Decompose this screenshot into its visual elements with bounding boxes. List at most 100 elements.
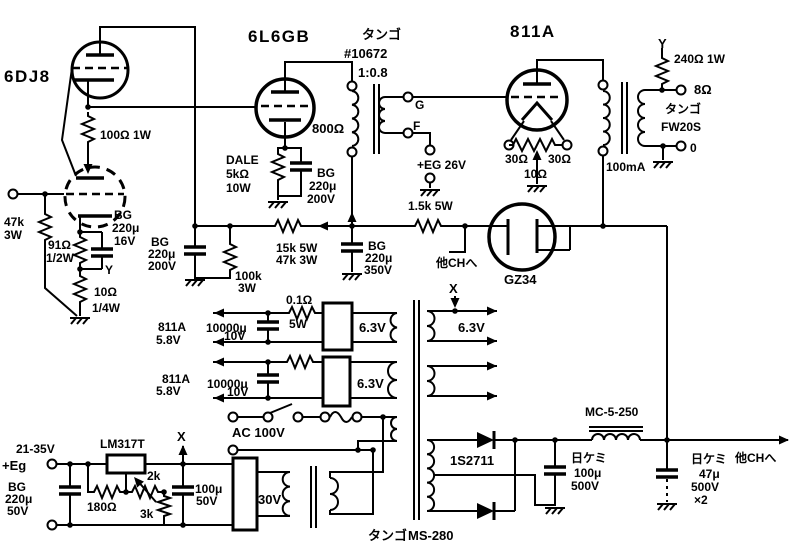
- label-6.3v-2: 6.3V: [357, 376, 384, 391]
- bridge-rectifier-1: [321, 301, 354, 352]
- label-0p1ohm-w: 5W: [289, 317, 308, 331]
- label-2k: 2k: [147, 469, 161, 483]
- label-3k: 3k: [140, 507, 154, 521]
- label-180ohm: 180Ω: [87, 500, 117, 514]
- choke-core: [589, 426, 643, 432]
- speaker-0-terminal: [675, 140, 687, 152]
- output-transformer-fw20s: [597, 48, 687, 226]
- label-6.3v-3: 6.3V: [458, 320, 485, 335]
- label-10ohm-w: 1/4W: [92, 301, 121, 315]
- label-47u-v: 500V: [691, 480, 719, 494]
- label-811a-fil-2v: 5.8V: [156, 384, 181, 398]
- power-transformer-ms280: [413, 296, 497, 520]
- label-x-bot: X: [177, 429, 186, 444]
- label-bgc-1: BG: [114, 208, 132, 222]
- label-dale-10w: 10W: [226, 181, 251, 195]
- heater-winding-2: [426, 365, 436, 397]
- ground: [341, 273, 363, 281]
- label-bgf-2: 220μ: [5, 492, 32, 506]
- bias-regulator: [46, 445, 233, 531]
- diode-1s2711-b: [477, 503, 494, 519]
- label-811a-fil-2: 811A: [162, 372, 190, 386]
- label-100ma: 100mA: [606, 160, 646, 174]
- label-bgd-1: BG: [151, 235, 169, 249]
- ground: [652, 161, 674, 169]
- resistor-100ohm: [81, 111, 95, 149]
- label-choke: MC-5-250: [585, 405, 639, 419]
- label-interstage-ratio: 1:0.8: [358, 65, 388, 80]
- label-bgk-3: 200V: [307, 192, 335, 206]
- label-opt-model: FW20S: [661, 120, 701, 134]
- cap-100u-500v: [544, 465, 566, 476]
- interstage-primary-coil: [351, 90, 360, 147]
- resistor-91ohm: [73, 232, 87, 270]
- hv-winding: [426, 439, 436, 512]
- ground: [184, 279, 206, 287]
- label-100u-50v: 100μ: [195, 482, 222, 496]
- interstage-transformer: [346, 80, 507, 226]
- label-pt-brand: タンゴ: [368, 528, 407, 543]
- label-pt-model: MS-280: [408, 528, 454, 543]
- label-91ohm: 91Ω: [48, 238, 71, 252]
- label-240ohm: 240Ω 1W: [674, 52, 726, 66]
- resistor-180ohm: [89, 485, 127, 499]
- label-10000u-1v: 10V: [224, 329, 245, 343]
- label-y-top: Y: [658, 36, 667, 51]
- winding-6.3v-2: [387, 361, 398, 399]
- tube-6l6gb-driver: [254, 61, 353, 209]
- label-800ohm: 800Ω: [312, 121, 344, 136]
- resistor-block2: [282, 355, 320, 369]
- label-0p1ohm: 0.1Ω: [286, 293, 313, 307]
- cap-10000u-b: [257, 373, 279, 384]
- interstage-core: [373, 84, 380, 154]
- label-30ohm-l: 30Ω: [505, 152, 528, 166]
- label-100k: 100k: [235, 269, 262, 283]
- cap-bg-220u-16v: [91, 247, 113, 258]
- ground: [656, 503, 678, 511]
- bias-transformer-30v: [231, 417, 384, 532]
- fuse-contact-2: [351, 411, 363, 423]
- label-0-tap: 0: [690, 141, 697, 155]
- label-g: G: [415, 98, 424, 112]
- resistor-1k5: [410, 219, 448, 233]
- winding-30v: [281, 471, 291, 517]
- cap-bg-220u-200v-a: [290, 161, 312, 172]
- eg-terminal-neg: [46, 519, 58, 531]
- label-dale: DALE: [226, 153, 259, 167]
- label-21-35v: 21-35V: [16, 442, 55, 456]
- label-10ohm-hum: 10Ω: [524, 167, 547, 181]
- label-bgk-1: BG: [317, 166, 335, 180]
- resistor-10ohm-feedback: [73, 271, 87, 309]
- label-eg-26v: +EG 26V: [417, 158, 466, 172]
- label-bge-3: 350V: [364, 263, 392, 277]
- cap-bg-220u-50v: [59, 485, 81, 496]
- label-bgf-1: BG: [8, 480, 26, 494]
- interstage-secondary-coil: [378, 96, 386, 134]
- resistor-3k: [154, 492, 174, 525]
- resistor-240ohm-feedback: [655, 53, 669, 91]
- label-6.3v-1: 6.3V: [359, 320, 386, 335]
- label-opt-brand: タンゴ: [665, 101, 701, 116]
- cap-bg-220u-200v-b: [184, 245, 206, 256]
- label-100k-w: 3W: [238, 281, 257, 295]
- label-811a-fil-1v: 5.8V: [156, 333, 181, 347]
- label-10000u-2: 10000μ: [207, 377, 248, 391]
- input-terminal: [7, 188, 19, 200]
- label-1k5: 1.5k 5W: [408, 199, 453, 213]
- heater-winding-6.3v-x: [426, 310, 436, 342]
- bias-supply-terminal: [424, 172, 436, 184]
- label-47k: 47k: [4, 215, 24, 229]
- label-bgc-2: 220μ: [112, 221, 139, 235]
- ground: [526, 185, 548, 193]
- ground: [69, 317, 91, 325]
- label-6dj8: 6DJ8: [4, 67, 51, 86]
- filament-supply-2: [213, 355, 398, 408]
- label-6l6gb: 6L6GB: [248, 27, 310, 46]
- lm317t-regulator: [105, 453, 147, 475]
- label-100u-500v-v: 500V: [571, 479, 599, 493]
- label-other-channel-2: 他CHへ: [734, 450, 776, 465]
- label-bgd-3: 200V: [148, 259, 176, 273]
- bias-plug-terminal: [424, 144, 436, 156]
- filament-supply-1: [213, 301, 398, 352]
- label-bgk-2: 220μ: [309, 179, 336, 193]
